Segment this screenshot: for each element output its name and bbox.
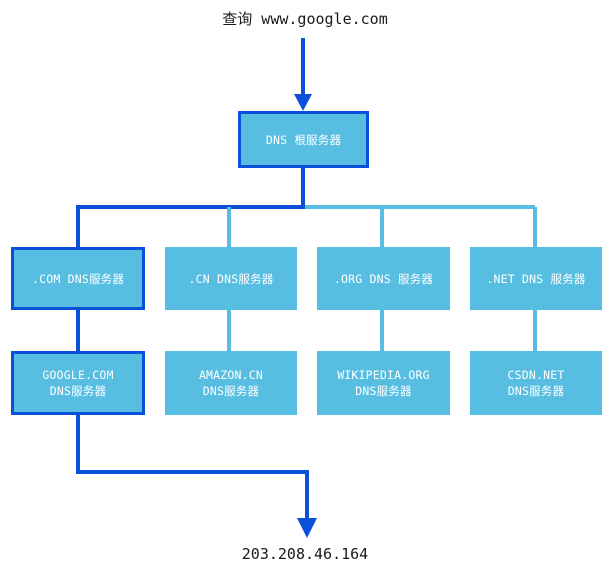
node-label: .NET DNS 服务器: [486, 271, 586, 286]
node-label-line1: GOOGLE.COM: [42, 368, 114, 382]
resolved-ip-label: 203.208.46.164: [241, 545, 369, 563]
node-authoritative-google-com[interactable]: GOOGLE.COM DNS服务器: [11, 351, 145, 415]
query-arrow-head: [294, 94, 312, 111]
node-label-line2: DNS服务器: [355, 384, 412, 398]
node-label: ​.COM DNS服务器: [31, 271, 125, 286]
node-tld-cn-server[interactable]: .CN DNS服务器: [165, 247, 297, 310]
node-label-group: AMAZON.CN DNS服务器: [165, 367, 297, 399]
node-label-line1: AMAZON.CN: [198, 368, 264, 382]
node-label-line2: DNS服务器: [202, 384, 260, 398]
node-tld-net-server[interactable]: .NET DNS 服务器: [470, 247, 602, 310]
node-label-line2: DNS服务器: [49, 384, 107, 398]
node-label: .CN DNS服务器: [188, 271, 274, 286]
node-authoritative-csdn-net[interactable]: CSDN.NET DNS服务器: [470, 351, 602, 415]
node-tld-org-server[interactable]: .ORG DNS 服务器: [317, 247, 450, 310]
answer-return-path: [76, 415, 309, 525]
node-dns-root-server[interactable]: DNS 根服务器: [238, 111, 369, 168]
node-authoritative-amazon-cn[interactable]: AMAZON.CN DNS服务器: [165, 351, 297, 415]
answer-arrow-head: [297, 518, 317, 538]
node-label-line1: CSDN.NET: [507, 368, 565, 382]
node-label-line2: DNS服务器: [507, 384, 565, 398]
node-label-group: WIKIPEDIA.ORG DNS服务器: [317, 367, 450, 399]
node-tld-com-server[interactable]: ​.COM DNS服务器: [11, 247, 145, 310]
node-label: .ORG DNS 服务器: [333, 271, 434, 286]
node-label-group: GOOGLE.COM DNS服务器: [14, 367, 142, 399]
node-authoritative-wikipedia-org[interactable]: WIKIPEDIA.ORG DNS服务器: [317, 351, 450, 415]
query-label: 查询 www.google.com: [222, 10, 388, 28]
node-label: DNS 根服务器: [265, 132, 342, 147]
node-label-line1: WIKIPEDIA.ORG: [337, 368, 430, 382]
node-label-group: CSDN.NET DNS服务器: [470, 367, 602, 399]
